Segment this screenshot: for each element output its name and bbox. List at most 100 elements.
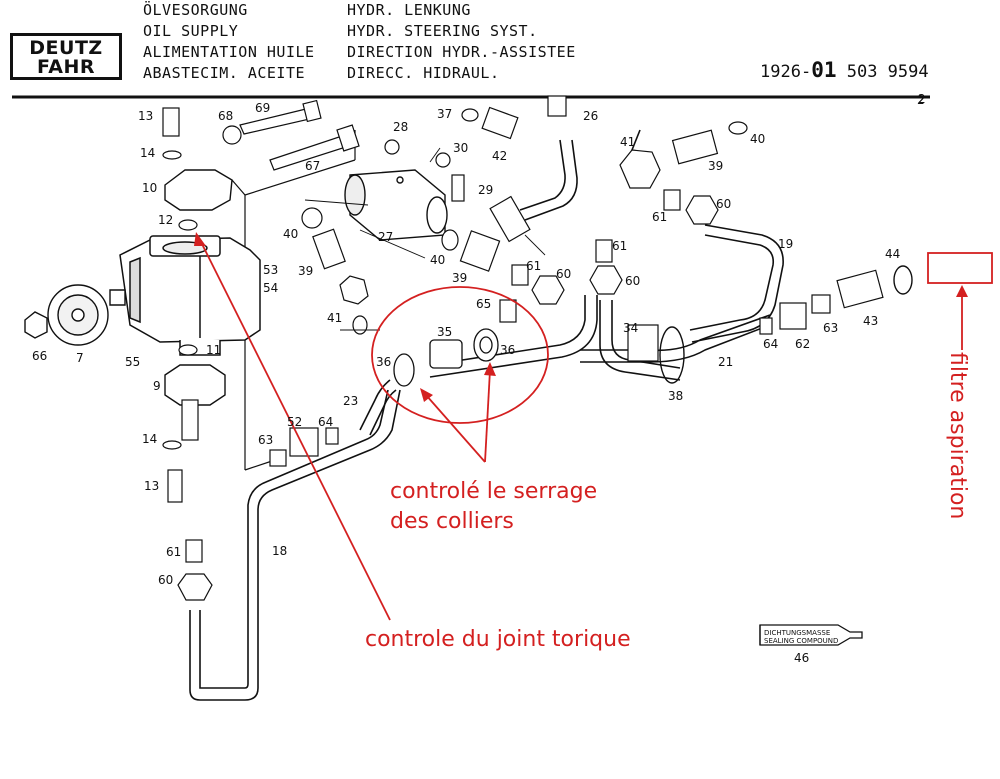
part-number: 60 xyxy=(716,197,731,211)
part-number: 62 xyxy=(795,337,810,351)
annotation-filter: filtre aspiration xyxy=(940,352,970,547)
filter-highlight-box xyxy=(927,252,993,284)
elbow-26 xyxy=(489,195,531,243)
part-numbers: 2 13 14 10 12 68 69 67 28 37 30 42 29 26… xyxy=(32,93,925,665)
fitting-61-right xyxy=(663,189,681,211)
ring-63-right xyxy=(811,294,831,314)
washer-28 xyxy=(384,139,400,155)
annotation-arrowheads xyxy=(194,232,968,402)
deutz-fahr-logo: DEUTZ FAHR xyxy=(10,33,122,80)
oring-arrow-line xyxy=(199,239,391,621)
part-number: 66 xyxy=(32,349,47,363)
nut-41-right xyxy=(619,149,661,189)
part-number: 12 xyxy=(158,213,173,227)
part-number: 10 xyxy=(142,181,157,195)
flange-10 xyxy=(164,169,233,211)
ring-41 xyxy=(352,315,368,335)
part-number: 44 xyxy=(885,247,900,261)
part-number: 64 xyxy=(318,415,333,429)
oring-arrowhead xyxy=(194,232,206,246)
hose-clamps xyxy=(393,328,499,387)
part-number: 60 xyxy=(625,274,640,288)
washer-40-mid xyxy=(441,229,459,251)
annotation-graphics xyxy=(199,239,993,621)
part-number: 40 xyxy=(283,227,298,241)
nut-41-left xyxy=(339,275,369,305)
nut-62-left xyxy=(289,427,319,457)
part-number: 65 xyxy=(476,297,491,311)
part-number: 11 xyxy=(206,343,221,357)
fitting-39-mid xyxy=(459,230,501,272)
nut-60-right xyxy=(685,195,719,225)
clamp-38 xyxy=(659,326,685,384)
nut-60-center xyxy=(531,275,565,305)
part-number: 60 xyxy=(158,573,173,587)
part-number: 7 xyxy=(76,351,84,365)
part-number: 28 xyxy=(393,120,408,134)
sealing-compound-tube xyxy=(759,624,863,646)
drive-gear xyxy=(47,284,126,346)
collars-arrow-2 xyxy=(484,369,491,463)
reference-number: 1926-01 503 9594 xyxy=(760,58,929,82)
part-number: 38 xyxy=(668,389,683,403)
oring-11 xyxy=(178,344,198,356)
part-number: 53 xyxy=(263,263,278,277)
part-number: 60 xyxy=(556,267,571,281)
oring-12 xyxy=(178,219,198,231)
annotation-filter-text: filtre aspiration xyxy=(945,352,970,520)
sheet-number: 2 xyxy=(918,92,926,106)
clamp-34 xyxy=(627,324,659,362)
part-number: 14 xyxy=(142,432,157,446)
part-number: 52 xyxy=(287,415,302,429)
fitting-39-right xyxy=(671,129,719,165)
header-column-1: ÖLVESORGUNG OIL SUPPLY ALIMENTATION HUIL… xyxy=(143,0,315,84)
annotation-collars: controlé le serrage des colliers xyxy=(390,477,597,537)
part-number: 41 xyxy=(327,311,342,325)
part-number: 69 xyxy=(255,101,270,115)
screw-13-top xyxy=(162,107,180,137)
part-number: 63 xyxy=(258,433,273,447)
filter-44 xyxy=(893,265,913,295)
fitting-39-left xyxy=(312,228,346,270)
part-number: 54 xyxy=(263,281,278,295)
fitting-43 xyxy=(836,269,884,309)
fitting-42 xyxy=(481,106,519,140)
washer-14-bottom xyxy=(162,440,182,450)
part-number: 37 xyxy=(437,107,452,121)
washer-14-top xyxy=(162,150,182,160)
part-number: 39 xyxy=(708,159,723,173)
part-number: 13 xyxy=(138,109,153,123)
bolts xyxy=(222,99,360,171)
nut-26 xyxy=(547,95,567,117)
part-number: 30 xyxy=(453,141,468,155)
tube-label-en: SEALING COMPOUND xyxy=(764,637,838,645)
header-title-de: ÖLVESORGUNG xyxy=(143,1,248,19)
screw-29 xyxy=(451,174,465,202)
part-number: 34 xyxy=(623,321,638,335)
fitting-61-bottom xyxy=(185,539,203,563)
part-number: 14 xyxy=(140,146,155,160)
part-number: 40 xyxy=(430,253,445,267)
part-number: 39 xyxy=(298,264,313,278)
part-number: 19 xyxy=(778,237,793,251)
collars-highlight-ellipse xyxy=(371,286,549,424)
part-number: 63 xyxy=(823,321,838,335)
annotation-oring: controle du joint torique xyxy=(365,627,631,652)
annotation-collars-line-2: des colliers xyxy=(390,509,514,534)
screw-9 xyxy=(181,399,199,441)
part-number: 68 xyxy=(218,109,233,123)
part-number: 39 xyxy=(452,271,467,285)
header-subtitle-de: HYDR. LENKUNG xyxy=(347,1,471,19)
hydraulic-pump xyxy=(119,235,261,356)
part-number: 67 xyxy=(305,159,320,173)
part-number: 18 xyxy=(272,544,287,558)
part-number: 23 xyxy=(343,394,358,408)
header-title-en: OIL SUPPLY xyxy=(143,22,239,40)
fitting-61-mid xyxy=(595,239,613,263)
collars-arrow-1 xyxy=(425,394,486,463)
part-number: 61 xyxy=(652,210,667,224)
nut-60-mid xyxy=(589,265,623,295)
part-number: 61 xyxy=(166,545,181,559)
part-number: 9 xyxy=(153,379,161,393)
